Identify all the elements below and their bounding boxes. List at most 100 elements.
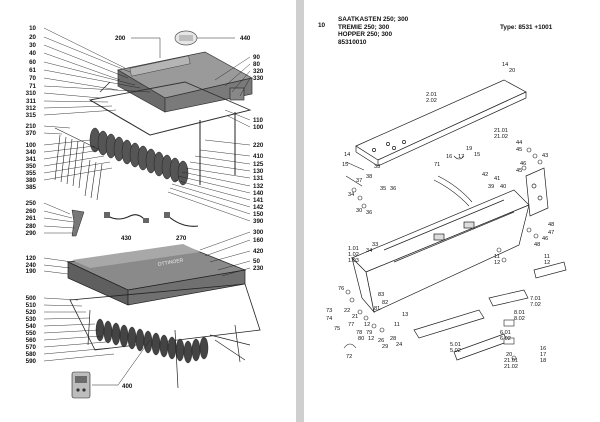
svg-text:390: 390 bbox=[253, 218, 264, 225]
svg-text:12: 12 bbox=[368, 336, 374, 342]
svg-text:34: 34 bbox=[348, 192, 354, 198]
svg-text:8.01: 8.01 bbox=[514, 310, 525, 316]
callout-440: 440 bbox=[240, 35, 251, 42]
svg-text:78: 78 bbox=[356, 330, 362, 336]
labels-top-right: 90 80 320 330 bbox=[253, 54, 264, 82]
svg-text:14: 14 bbox=[344, 152, 350, 158]
svg-text:33: 33 bbox=[372, 242, 378, 248]
svg-text:16: 16 bbox=[446, 154, 452, 160]
svg-text:13: 13 bbox=[402, 312, 408, 318]
svg-text:44: 44 bbox=[516, 140, 522, 146]
svg-text:520: 520 bbox=[26, 309, 37, 316]
labels-top-left: 10 20 30 40 60 61 70 71 bbox=[29, 25, 36, 90]
svg-text:2.01: 2.01 bbox=[426, 92, 437, 98]
svg-text:300: 300 bbox=[253, 229, 264, 236]
svg-text:72: 72 bbox=[346, 354, 352, 360]
svg-text:90: 90 bbox=[253, 54, 260, 61]
svg-text:39: 39 bbox=[488, 184, 494, 190]
svg-text:76: 76 bbox=[338, 286, 344, 292]
side-plate-right bbox=[525, 167, 549, 217]
svg-text:310: 310 bbox=[26, 90, 37, 97]
labels-right-top: 21.01 21.02 44 45 43 46 45 bbox=[494, 128, 548, 174]
svg-text:18: 18 bbox=[540, 358, 546, 364]
svg-text:280: 280 bbox=[26, 223, 37, 230]
svg-text:312: 312 bbox=[26, 105, 37, 112]
svg-text:33: 33 bbox=[374, 164, 380, 170]
svg-text:315: 315 bbox=[26, 112, 37, 119]
svg-text:28: 28 bbox=[390, 336, 396, 342]
small-hardware bbox=[343, 147, 543, 361]
svg-text:38: 38 bbox=[366, 174, 372, 180]
svg-text:21: 21 bbox=[352, 314, 358, 320]
badge-icon bbox=[174, 30, 235, 46]
svg-text:130: 130 bbox=[253, 168, 264, 175]
svg-text:190: 190 bbox=[26, 268, 37, 275]
title-block: SAATKASTEN 250; 300 TREMIE 250; 300 HOPP… bbox=[338, 16, 408, 46]
labels-lower-left-bottom: 500 510 520 530 540 550 560 570 580 590 bbox=[26, 295, 37, 365]
svg-text:83: 83 bbox=[378, 292, 384, 298]
svg-text:35: 35 bbox=[380, 186, 386, 192]
svg-text:530: 530 bbox=[26, 316, 37, 323]
callout-430: 430 bbox=[121, 235, 132, 242]
svg-text:40: 40 bbox=[29, 50, 36, 57]
svg-text:22: 22 bbox=[344, 308, 350, 314]
svg-text:29: 29 bbox=[382, 344, 388, 350]
svg-text:210: 210 bbox=[26, 123, 37, 130]
svg-text:141: 141 bbox=[253, 197, 264, 204]
svg-text:1.01: 1.01 bbox=[348, 246, 359, 252]
svg-text:61: 61 bbox=[29, 67, 36, 74]
svg-text:142: 142 bbox=[253, 204, 264, 211]
svg-text:230: 230 bbox=[253, 265, 264, 272]
hopper-body bbox=[351, 189, 530, 314]
svg-text:15: 15 bbox=[342, 162, 348, 168]
svg-text:21.02: 21.02 bbox=[504, 364, 518, 370]
svg-text:110: 110 bbox=[253, 117, 264, 124]
svg-text:46: 46 bbox=[520, 161, 526, 167]
svg-text:70: 70 bbox=[29, 75, 36, 82]
svg-text:OTTINOER: OTTINOER bbox=[157, 258, 184, 268]
svg-text:36: 36 bbox=[366, 210, 372, 216]
labels-box-left: 1.01 1.02 1.03 33 34 bbox=[348, 242, 378, 264]
svg-text:71: 71 bbox=[29, 83, 36, 90]
svg-text:311: 311 bbox=[26, 98, 37, 105]
labels-bottom-right: 5.01 5.02 6.01 6.02 20 21.01 21.02 7.01 … bbox=[450, 296, 546, 370]
svg-text:34: 34 bbox=[366, 248, 372, 254]
svg-text:160: 160 bbox=[253, 237, 264, 244]
svg-text:21.01: 21.01 bbox=[494, 128, 508, 134]
svg-text:125: 125 bbox=[253, 161, 264, 168]
svg-text:15: 15 bbox=[474, 152, 480, 158]
svg-text:48: 48 bbox=[548, 222, 554, 228]
labels-bottom-left: 72 73 74 75 76 83 82 81 77 78 79 80 12 1… bbox=[326, 286, 408, 360]
svg-text:43: 43 bbox=[542, 153, 548, 159]
svg-text:341: 341 bbox=[26, 156, 37, 163]
svg-text:47: 47 bbox=[548, 230, 554, 236]
svg-text:350: 350 bbox=[26, 163, 37, 170]
svg-text:11: 11 bbox=[394, 322, 400, 328]
svg-text:81: 81 bbox=[374, 306, 380, 312]
svg-text:132: 132 bbox=[253, 183, 264, 190]
title-line: SAATKASTEN 250; 300 bbox=[338, 16, 409, 23]
svg-text:380: 380 bbox=[26, 177, 37, 184]
svg-text:1.03: 1.03 bbox=[348, 258, 359, 264]
svg-text:82: 82 bbox=[382, 300, 388, 306]
svg-text:21.02: 21.02 bbox=[494, 134, 508, 140]
callout-200: 200 bbox=[115, 35, 126, 42]
svg-text:7.01: 7.01 bbox=[530, 296, 541, 302]
labels-top: 14 20 2.01 2.02 bbox=[426, 62, 515, 104]
svg-text:420: 420 bbox=[253, 248, 264, 255]
svg-text:590: 590 bbox=[26, 358, 37, 365]
svg-text:2.02: 2.02 bbox=[426, 98, 437, 104]
svg-text:7.02: 7.02 bbox=[530, 302, 541, 308]
title-line: HOPPER 250; 300 bbox=[338, 31, 392, 39]
labels-mid-left: 14 15 33 38 37 34 36 35 16 17 19 15 71 3… bbox=[342, 146, 506, 216]
svg-text:220: 220 bbox=[253, 142, 264, 149]
svg-text:8.02: 8.02 bbox=[514, 316, 525, 322]
svg-text:42: 42 bbox=[482, 172, 488, 178]
svg-text:330: 330 bbox=[253, 75, 264, 82]
lower-seed-drill: OTTINOER bbox=[66, 244, 261, 389]
svg-text:355: 355 bbox=[26, 170, 37, 177]
labels-small-left: 250 260 261 280 290 bbox=[26, 200, 37, 237]
svg-text:48: 48 bbox=[534, 242, 540, 248]
svg-text:60: 60 bbox=[29, 59, 36, 66]
svg-text:24: 24 bbox=[396, 342, 402, 348]
